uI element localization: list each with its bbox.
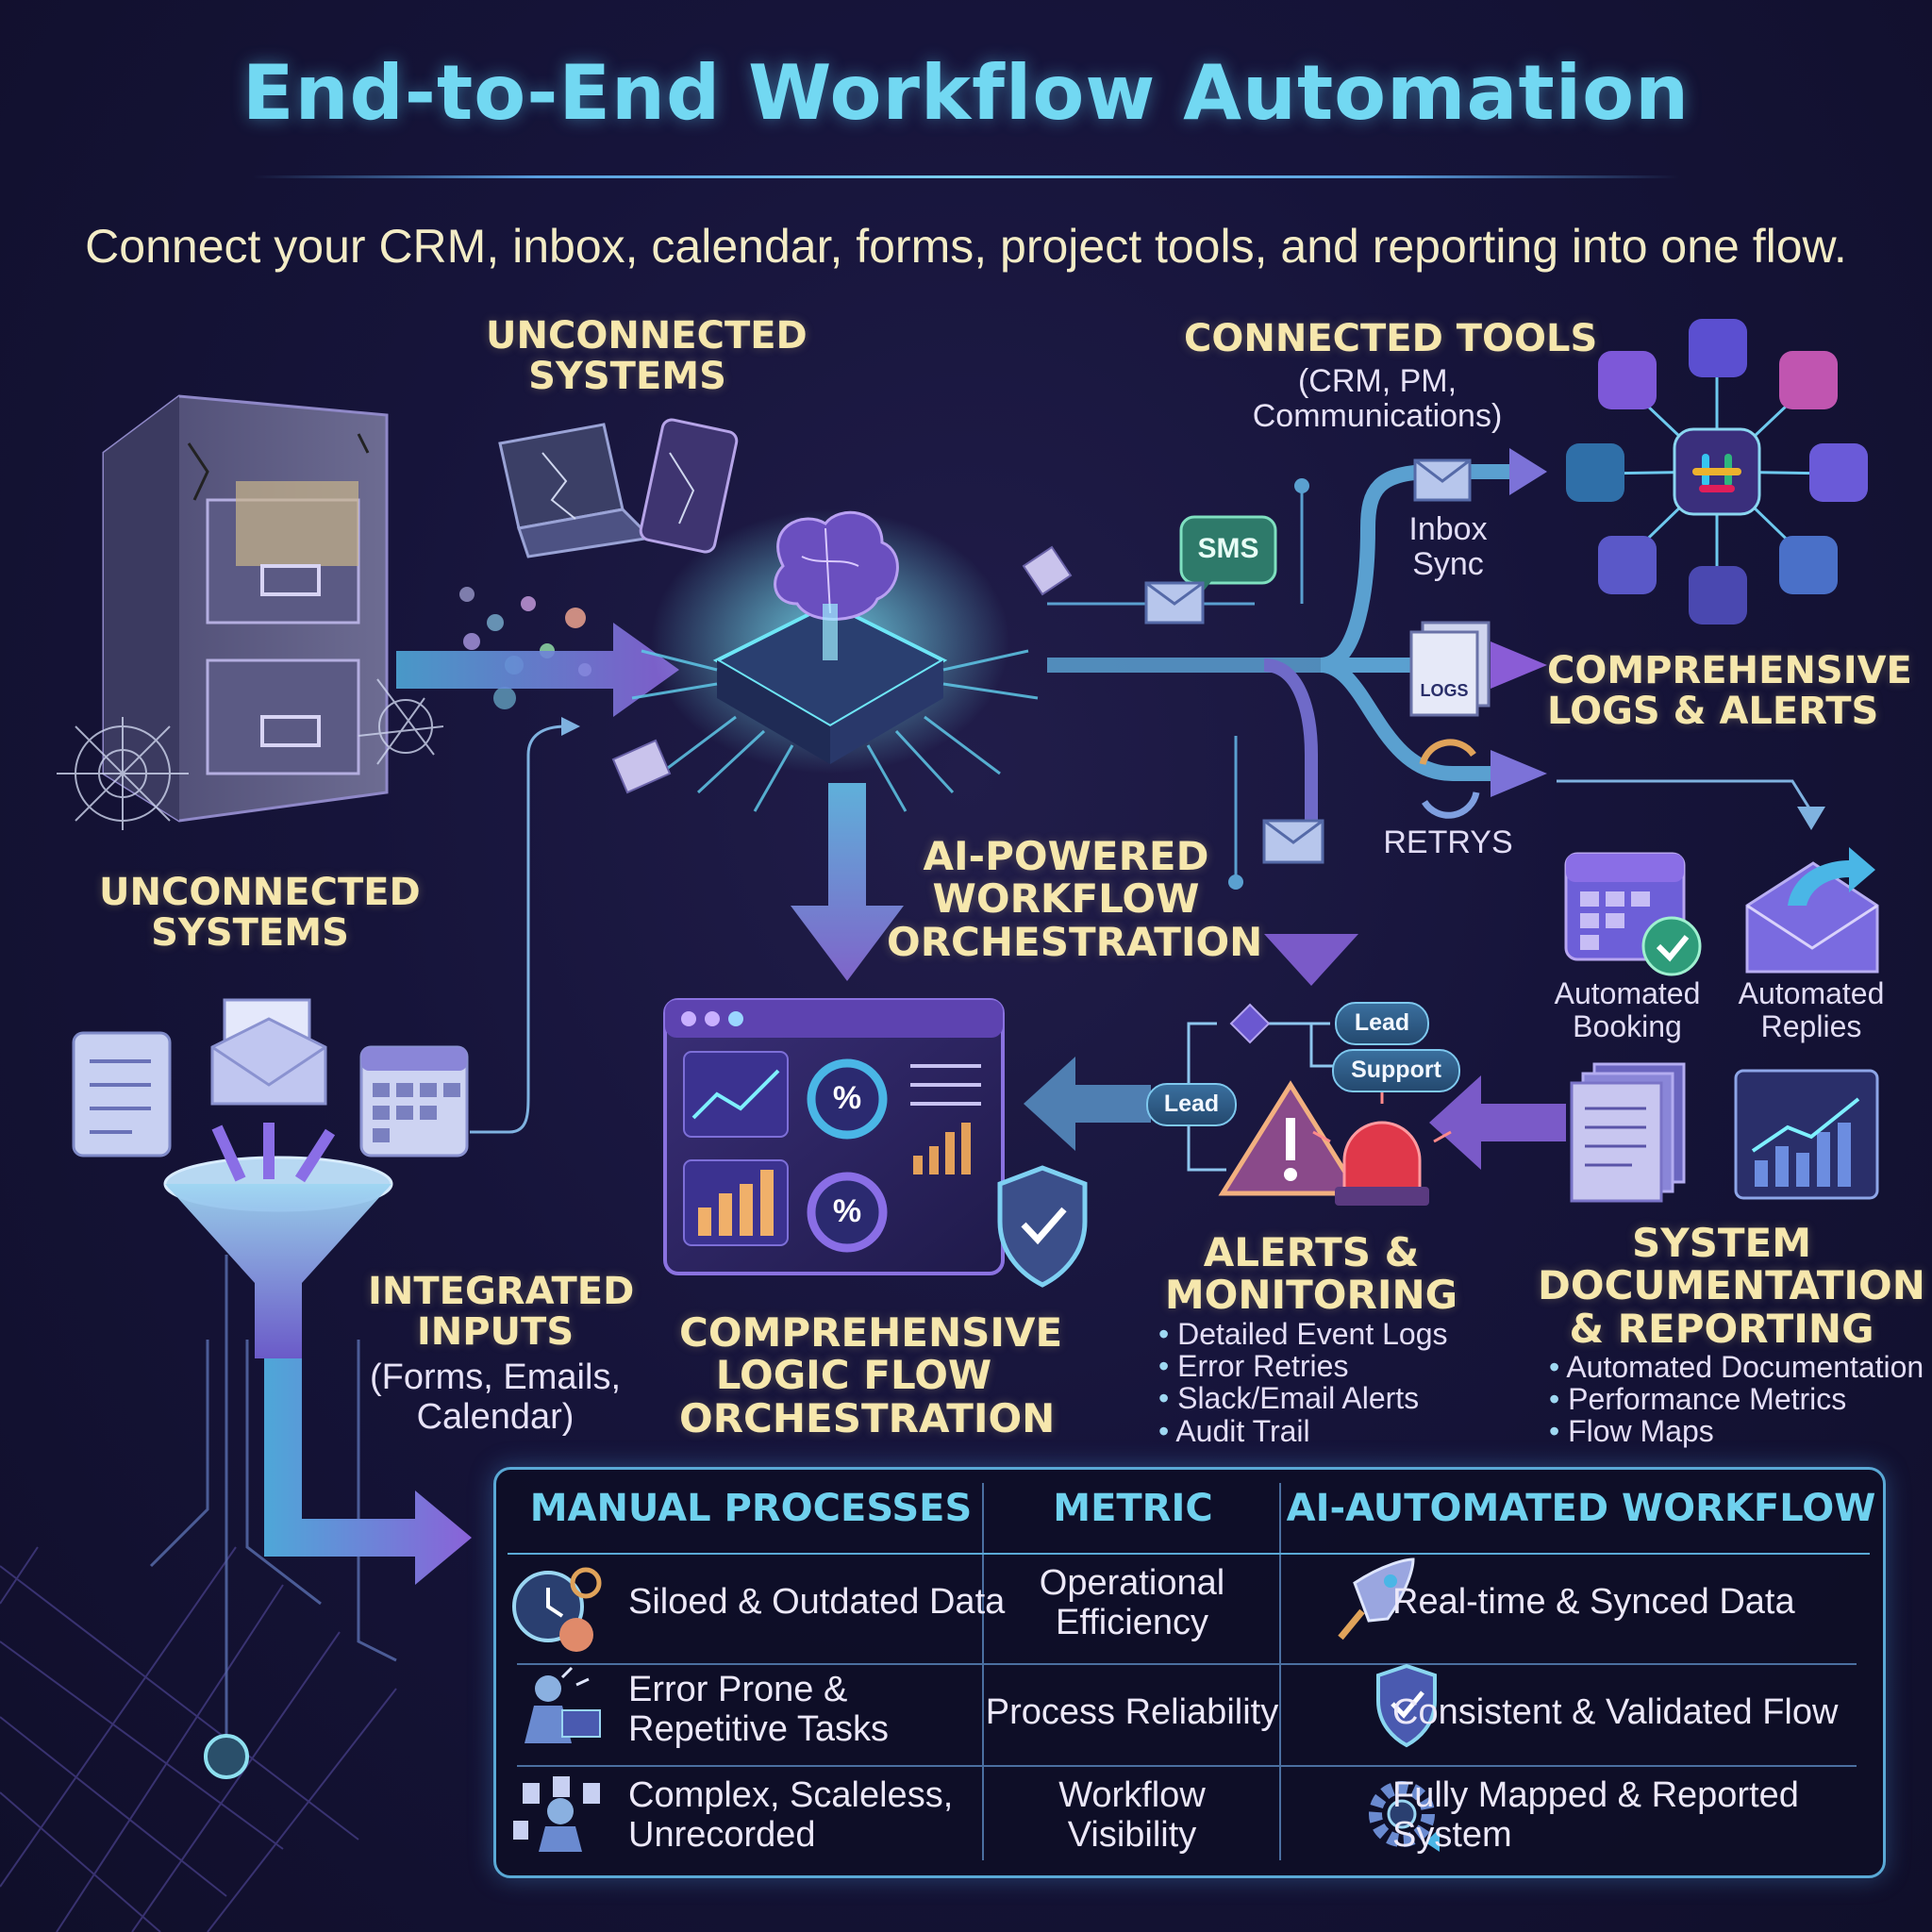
table-divider (517, 1765, 1857, 1767)
gear-cycle-icon (1369, 1781, 1440, 1852)
calendar-icon (359, 1045, 469, 1158)
dashboard-panel (663, 998, 1005, 1275)
shield-check-icon (1376, 1663, 1437, 1748)
bullet-item: Performance Metrics (1549, 1383, 1924, 1415)
bullet-item: Automated Documentation (1549, 1351, 1924, 1383)
shield-check-icon (997, 1165, 1088, 1288)
sms-label: SMS (1197, 533, 1259, 564)
bullet-item: Error Retries (1158, 1350, 1448, 1382)
bullet-item: Flow Maps (1549, 1415, 1924, 1447)
logs-tag: LOGS (1420, 681, 1469, 700)
clock-gear-icon (512, 1567, 602, 1652)
data-dots (459, 587, 591, 709)
table-row-icons (512, 1557, 1440, 1852)
bullet-item: Slack/Email Alerts (1158, 1382, 1448, 1414)
arrow-into-orchestrator (396, 623, 679, 717)
tools-hub-graphic (1566, 319, 1868, 625)
flow-arrowheads (1264, 448, 1825, 986)
table-divider (982, 1483, 984, 1860)
line-inputs-to-chip (470, 724, 567, 1134)
dashboard-percent-2: % (832, 1193, 862, 1229)
siren-icon (1312, 1085, 1452, 1206)
calendar-booking-icon (1564, 852, 1702, 976)
email-envelope-icon (210, 998, 327, 1106)
broken-phone-icon (639, 418, 739, 554)
documentation-stack-icon (1570, 1062, 1686, 1203)
reply-envelope-icon (1745, 847, 1879, 974)
table-divider (508, 1553, 1870, 1555)
alerts-monitoring-label: ALERTS &MONITORING (1164, 1229, 1458, 1319)
bullet-item: Audit Trail (1158, 1414, 1448, 1446)
comparison-table: MANUAL PROCESSES METRIC AI-AUTOMATED WOR… (493, 1467, 1886, 1878)
table-cell-automated: Real-time & Synced Data (1392, 1582, 1795, 1622)
table-divider (1279, 1483, 1281, 1860)
table-cell-manual: Siloed & Outdated Data (628, 1582, 1006, 1622)
route-pill-lead-top: Lead (1335, 1002, 1429, 1045)
filing-cabinet-icon (102, 394, 389, 823)
connected-tools-sublabel: (CRM, PM,Communications) (1252, 363, 1503, 435)
retry-icon (1419, 739, 1480, 819)
spider-web-icon (57, 678, 444, 830)
stressed-worker-icon (525, 1666, 601, 1743)
integrated-inputs-sublabel: (Forms, Emails,Calendar) (370, 1357, 621, 1437)
table-cell-automated: Consistent & Validated Flow (1392, 1692, 1839, 1732)
overloaded-person-icon (513, 1776, 600, 1852)
bullet-item: Detailed Event Logs (1158, 1318, 1447, 1350)
page-subtitle: Connect your CRM, inbox, calendar, forms… (85, 220, 1847, 273)
table-divider (517, 1663, 1857, 1665)
arrow-funnel-to-table (264, 1358, 472, 1585)
arrow-docs-to-alerts (1429, 1075, 1566, 1170)
table-header-manual: MANUAL PROCESSES (529, 1487, 973, 1530)
title-divider (253, 175, 1679, 178)
arrow-down-to-dashboard (791, 783, 904, 981)
envelope-icon (1144, 458, 1472, 864)
warning-triangle-icon (1218, 1080, 1363, 1196)
arrow-alerts-to-dashboard (1024, 1057, 1151, 1151)
flow-lines-right (1047, 464, 1813, 882)
alerts-monitoring-list: Detailed Event Logs Error Retries Slack/… (1158, 1318, 1448, 1447)
table-cell-manual: Complex, Scaleless,Unrecorded (628, 1775, 954, 1855)
decision-diamond-icon (1229, 1003, 1271, 1044)
route-pill-support: Support (1332, 1049, 1460, 1092)
form-document-icon (72, 1031, 172, 1158)
table-cell-manual: Error Prone &Repetitive Tasks (628, 1670, 889, 1749)
documentation-list: Automated Documentation Performance Metr… (1549, 1351, 1924, 1448)
retrys-label: RETRYS (1383, 824, 1513, 860)
funnel-icon (163, 1123, 393, 1358)
dashboard-percent-1: % (832, 1080, 862, 1116)
table-cell-metric: Process Reliability (985, 1692, 1279, 1732)
report-chart-icon (1734, 1069, 1879, 1200)
page-title: End-to-End Workflow Automation (242, 49, 1690, 137)
circuit-lines (149, 1255, 397, 1755)
ai-chip-icon (631, 509, 1039, 812)
envelope-icon (611, 545, 1073, 794)
branch-lines (1187, 1022, 1335, 1172)
circuit-grid-decoration (0, 1546, 397, 1932)
table-header-metric: METRIC (1053, 1487, 1213, 1530)
table-header-automated: AI-AUTOMATED WORKFLOW (1286, 1487, 1876, 1530)
route-pill-lead-left: Lead (1146, 1083, 1237, 1126)
connected-tools-label: CONNECTED TOOLS (1184, 317, 1598, 360)
logs-document-icon (1409, 621, 1491, 717)
rocket-icon (1338, 1557, 1415, 1641)
broken-laptop-icon (498, 423, 655, 558)
circuit-node (204, 1734, 249, 1779)
